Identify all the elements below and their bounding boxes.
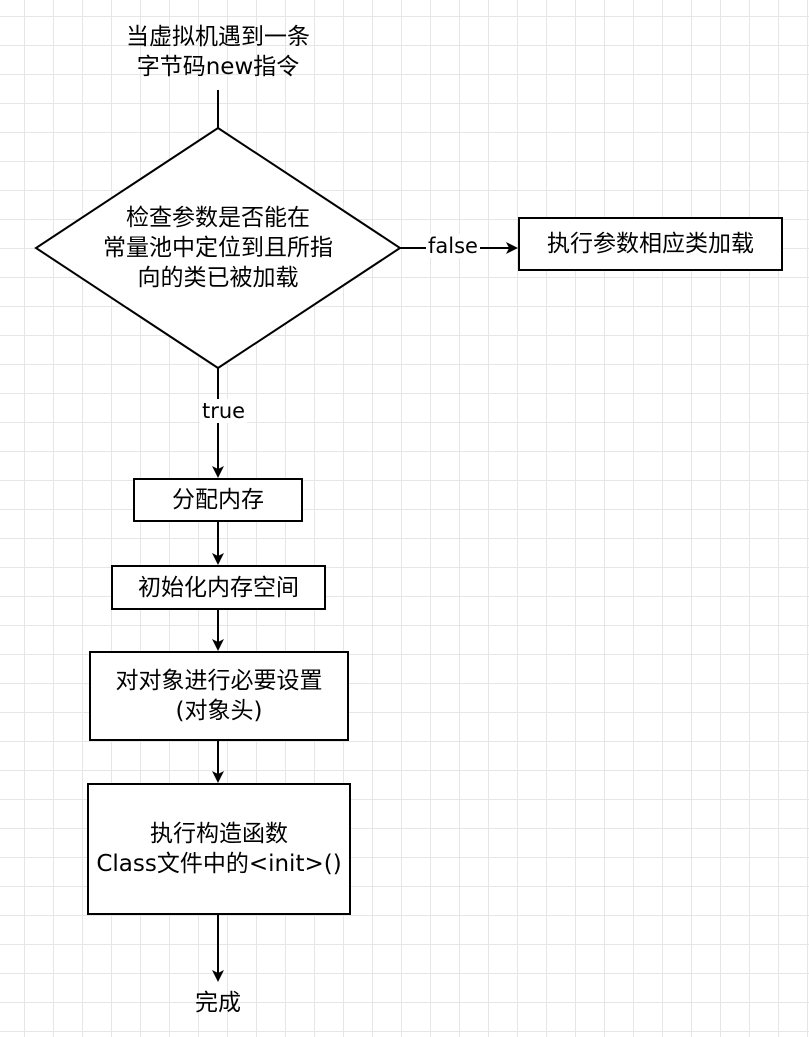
init-memory-box: 初始化内存空间 xyxy=(111,565,326,610)
start-line-2: 字节码new指令 xyxy=(136,54,300,80)
setup-line-2: (对象头) xyxy=(175,698,263,724)
allocate-memory-box: 分配内存 xyxy=(133,478,303,522)
setup-header-box: 对对象进行必要设置 (对象头) xyxy=(89,651,349,741)
setup-line-1: 对对象进行必要设置 xyxy=(115,668,323,694)
constructor-box: 执行构造函数 Class文件中的<init>() xyxy=(87,783,351,915)
decision-label: 检查参数是否能在 常量池中定位到且所指 向的类已被加载 xyxy=(68,198,368,298)
end-label: 完成 xyxy=(195,990,241,1016)
true-edge-label: true xyxy=(200,399,248,423)
decision-line-1: 检查参数是否能在 xyxy=(126,205,310,231)
start-label: 当虚拟机遇到一条 字节码new指令 xyxy=(98,22,338,82)
allocate-memory-label: 分配内存 xyxy=(172,487,264,513)
constructor-line-1: 执行构造函数 xyxy=(150,821,288,847)
load-class-box: 执行参数相应类加载 xyxy=(518,217,783,271)
decision-line-2: 常量池中定位到且所指 xyxy=(103,235,333,261)
load-class-label: 执行参数相应类加载 xyxy=(547,231,754,257)
false-edge-label: false xyxy=(426,234,480,258)
constructor-line-2: Class文件中的<init>() xyxy=(96,851,342,877)
decision-line-3: 向的类已被加载 xyxy=(137,265,299,291)
init-memory-label: 初始化内存空间 xyxy=(138,574,299,601)
start-line-1: 当虚拟机遇到一条 xyxy=(126,24,310,50)
